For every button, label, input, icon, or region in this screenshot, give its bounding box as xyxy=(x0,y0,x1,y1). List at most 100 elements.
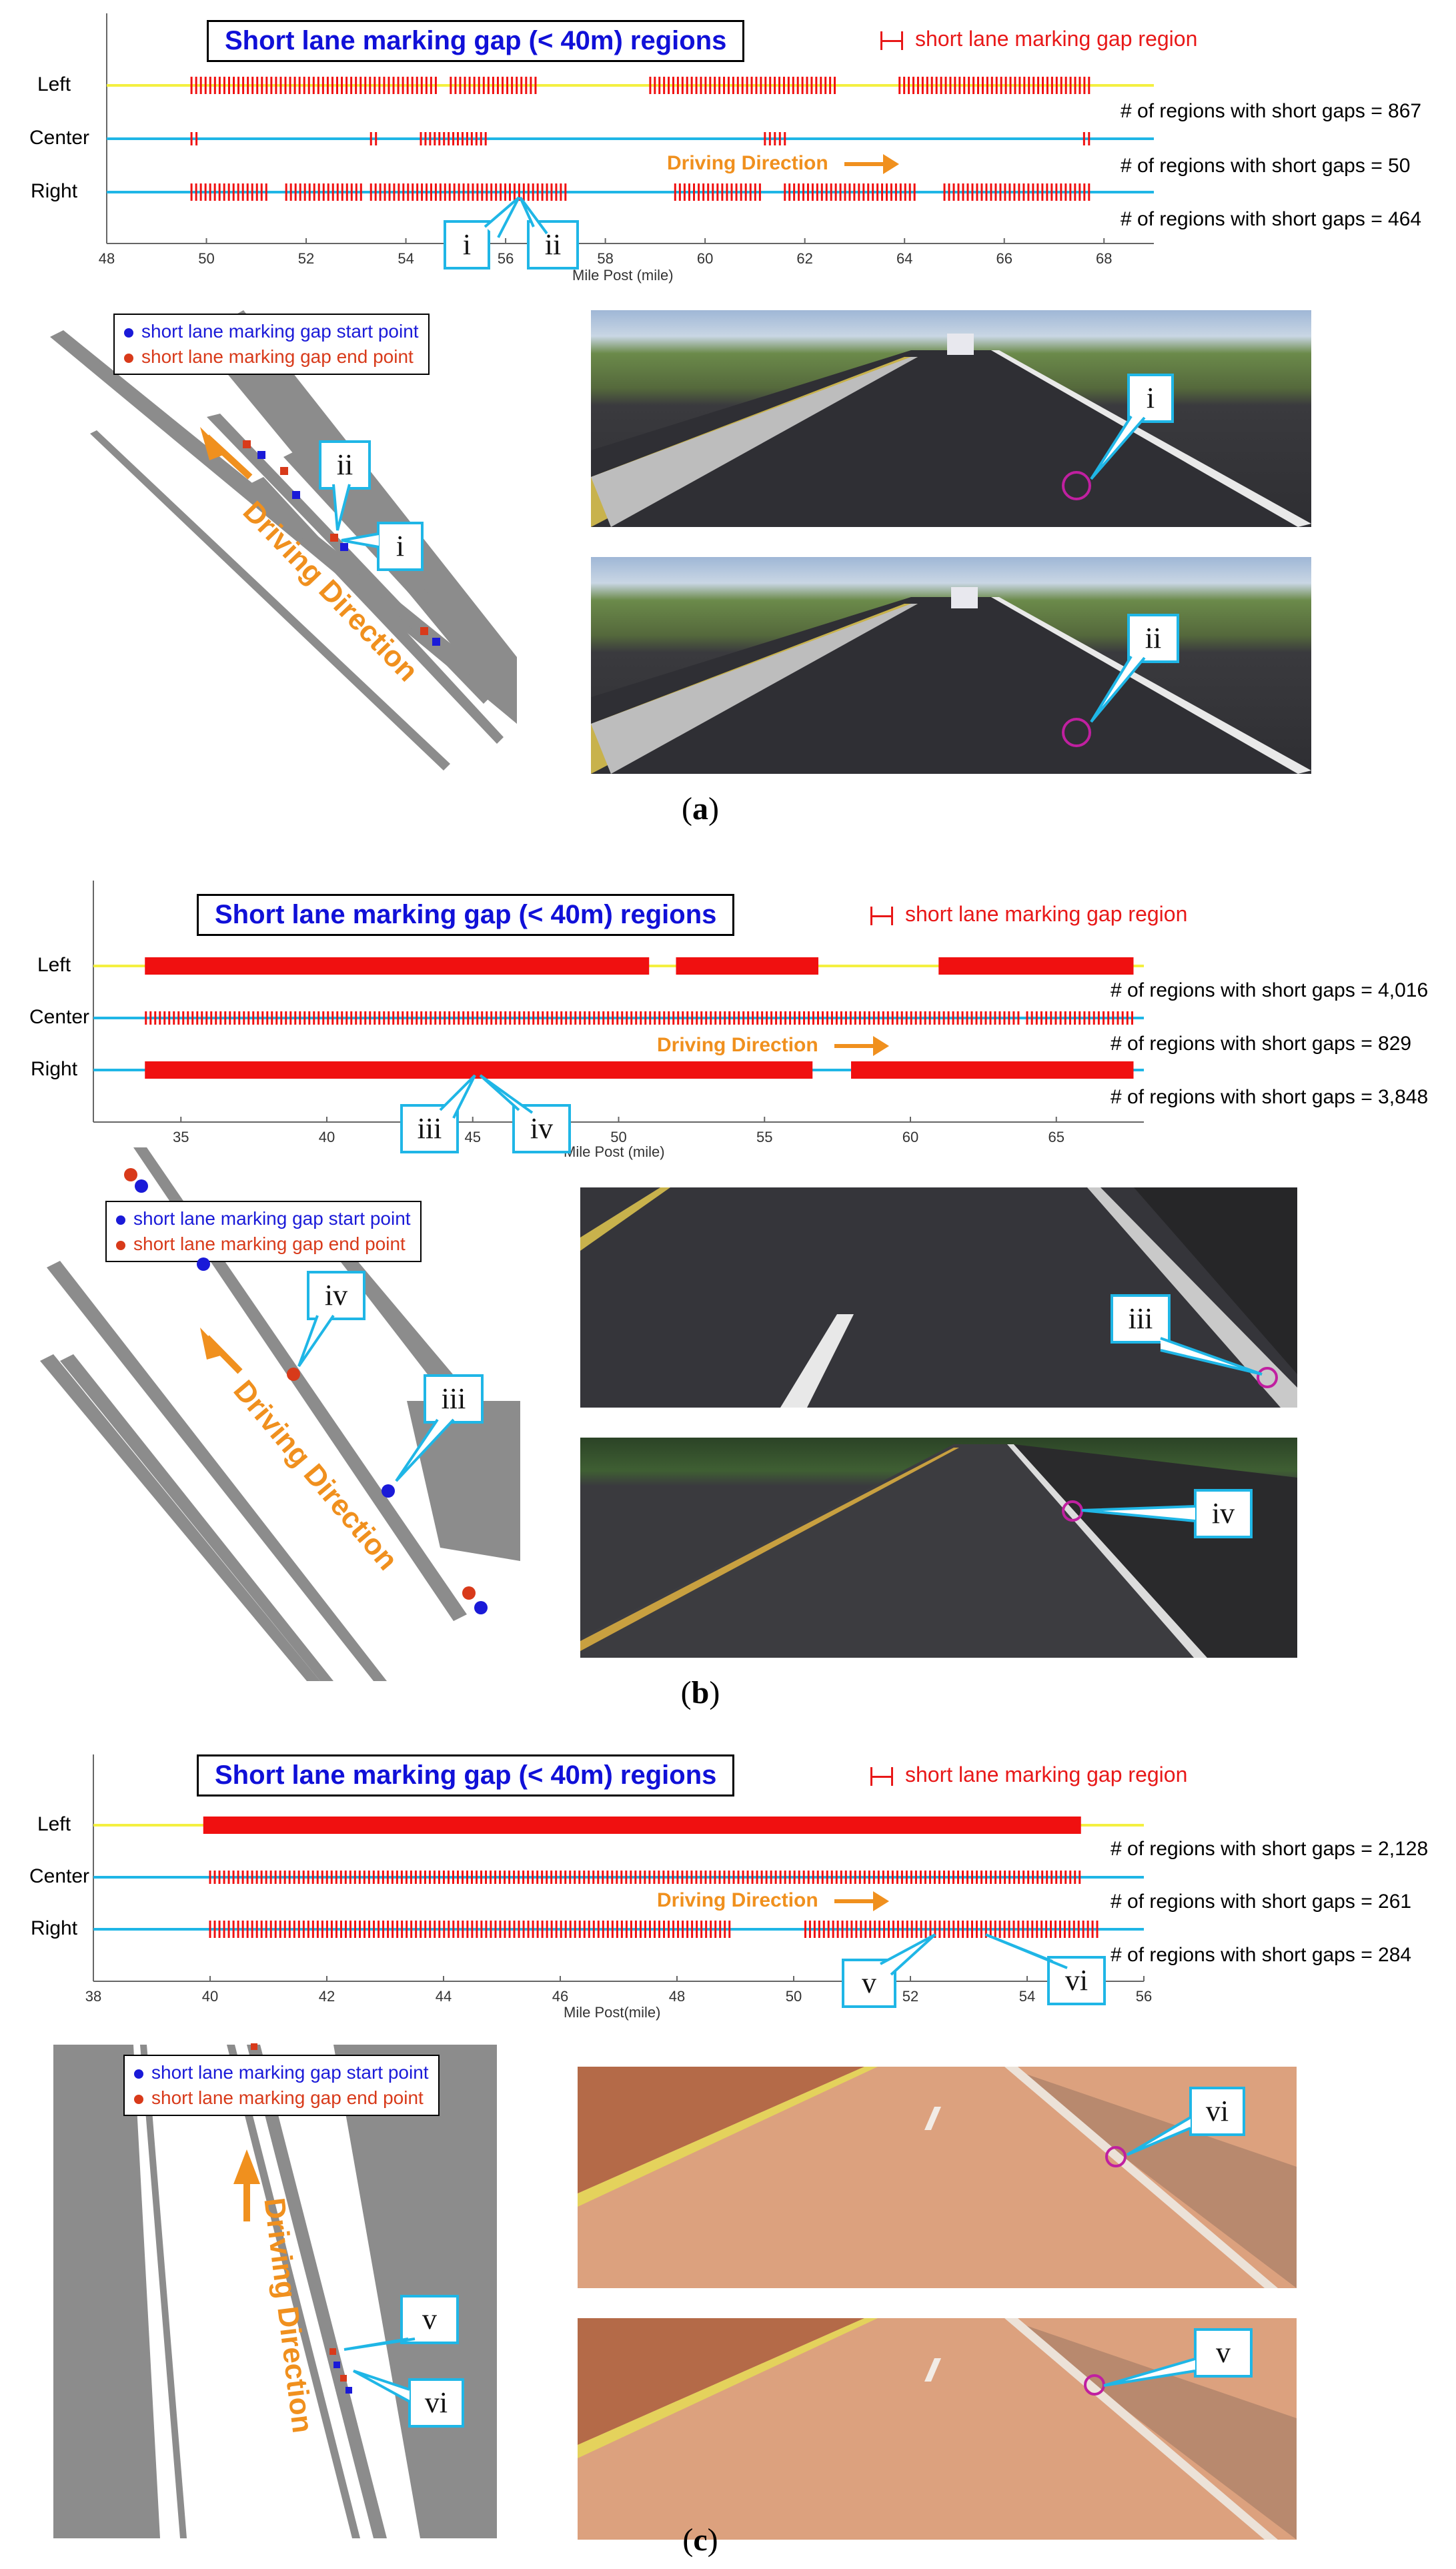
gap-mark xyxy=(574,957,578,975)
gap-mark xyxy=(227,183,230,201)
photo-callout-pointer-v xyxy=(1126,2116,1192,2156)
gap-mark xyxy=(1022,183,1025,201)
gap-mark xyxy=(213,1817,216,1834)
gap-mark xyxy=(780,1061,783,1079)
gap-mark xyxy=(721,183,724,201)
gap-mark xyxy=(302,1061,305,1079)
gap-mark xyxy=(934,1817,937,1834)
x-tick-label: 48 xyxy=(669,1988,685,2005)
gap-mark xyxy=(614,957,618,975)
gap-mark xyxy=(1027,183,1030,201)
gap-mark xyxy=(852,1817,856,1834)
gap-mark xyxy=(422,1061,426,1079)
gap-mark xyxy=(374,183,377,201)
gap-mark xyxy=(858,1817,862,1834)
gap-mark xyxy=(486,183,488,201)
point-legend: short lane marking gap start point short… xyxy=(105,1201,422,1262)
gap-mark xyxy=(350,1011,353,1025)
gap-mark xyxy=(1013,1871,1016,1884)
gap-mark xyxy=(541,183,544,201)
gap-mark xyxy=(962,1921,964,1938)
gap-mark xyxy=(591,1817,594,1834)
figure-panel-c: Short lane marking gap (< 40m) regions s… xyxy=(0,1741,1456,2569)
gap-mark xyxy=(678,1817,682,1834)
gap-mark xyxy=(1060,957,1064,975)
gap-mark xyxy=(187,957,189,975)
gap-mark xyxy=(989,1921,992,1938)
gap-mark xyxy=(595,1817,598,1834)
gap-mark xyxy=(597,1921,600,1938)
gap-mark xyxy=(724,957,726,975)
gap-mark xyxy=(910,1921,913,1938)
gap-mark xyxy=(1023,77,1026,94)
gap-mark xyxy=(1058,1817,1061,1834)
gap-mark xyxy=(459,77,462,94)
gap-mark xyxy=(957,1061,960,1079)
gap-mark xyxy=(516,1061,519,1079)
gap-mark xyxy=(867,1061,870,1079)
gap-mark xyxy=(593,1011,596,1025)
gap-mark xyxy=(427,1817,430,1834)
gap-mark xyxy=(918,1817,922,1834)
x-tick-label: 40 xyxy=(319,1129,335,1145)
gap-mark xyxy=(197,957,199,975)
x-tick-label: 65 xyxy=(1048,1129,1064,1145)
gap-mark xyxy=(857,1061,860,1079)
gap-mark xyxy=(432,957,436,975)
x-tick-label: 66 xyxy=(996,250,1012,267)
gap-mark xyxy=(1049,1061,1052,1079)
gap-mark xyxy=(774,77,776,94)
gap-mark xyxy=(425,1011,428,1025)
chart-title: Short lane marking gap (< 40m) regions xyxy=(197,1754,735,1796)
gap-mark xyxy=(241,957,243,975)
gap-mark xyxy=(1028,77,1030,94)
gap-mark xyxy=(696,1061,699,1079)
gap-mark xyxy=(510,1061,513,1079)
photo-callout-v: vi xyxy=(1189,2087,1245,2136)
gap-mark xyxy=(748,1817,752,1834)
gap-mark xyxy=(420,1011,423,1025)
gap-mark xyxy=(784,1061,787,1079)
gap-mark xyxy=(243,1817,246,1834)
gap-mark xyxy=(290,1061,293,1079)
gap-mark xyxy=(375,1817,378,1834)
chart-callout-iv: iv xyxy=(512,1104,571,1153)
gap-mark xyxy=(249,957,251,975)
x-tick-label: 45 xyxy=(465,1129,481,1145)
gap-mark xyxy=(800,1817,804,1834)
gap-mark xyxy=(668,1061,671,1079)
gap-mark xyxy=(650,1817,654,1834)
gap-mark xyxy=(706,957,708,975)
gap-mark xyxy=(253,1061,255,1079)
gap-mark xyxy=(682,957,684,975)
gap-mark xyxy=(367,1817,370,1834)
gap-mark xyxy=(949,1061,952,1079)
gap-mark xyxy=(237,1921,239,1938)
gap-mark xyxy=(1026,1011,1028,1025)
gap-mark xyxy=(450,1061,454,1079)
gap-mark xyxy=(1076,1817,1079,1834)
gap-mark xyxy=(999,1061,1002,1079)
road-photo-1-drawing xyxy=(591,334,1311,527)
gap-mark xyxy=(778,957,780,975)
gap-mark xyxy=(714,1871,716,1884)
gap-mark xyxy=(877,1871,880,1884)
gap-mark xyxy=(560,1011,563,1025)
gap-mark xyxy=(794,957,796,975)
gap-mark xyxy=(590,957,594,975)
gap-mark xyxy=(292,1061,295,1079)
gap-mark xyxy=(719,1011,722,1025)
gap-mark xyxy=(541,1817,544,1834)
gap-mark xyxy=(690,1061,693,1079)
gap-mark xyxy=(213,77,216,94)
gap-mark xyxy=(177,957,179,975)
gap-mark xyxy=(624,957,628,975)
gap-mark xyxy=(855,1061,858,1079)
gap-mark xyxy=(888,1817,892,1834)
gap-mark xyxy=(606,1921,609,1938)
gap-mark xyxy=(722,1061,725,1079)
gap-marks-center xyxy=(145,1011,1133,1025)
gap-mark xyxy=(634,957,638,975)
gap-mark xyxy=(424,1921,427,1938)
gap-mark xyxy=(877,1011,880,1025)
